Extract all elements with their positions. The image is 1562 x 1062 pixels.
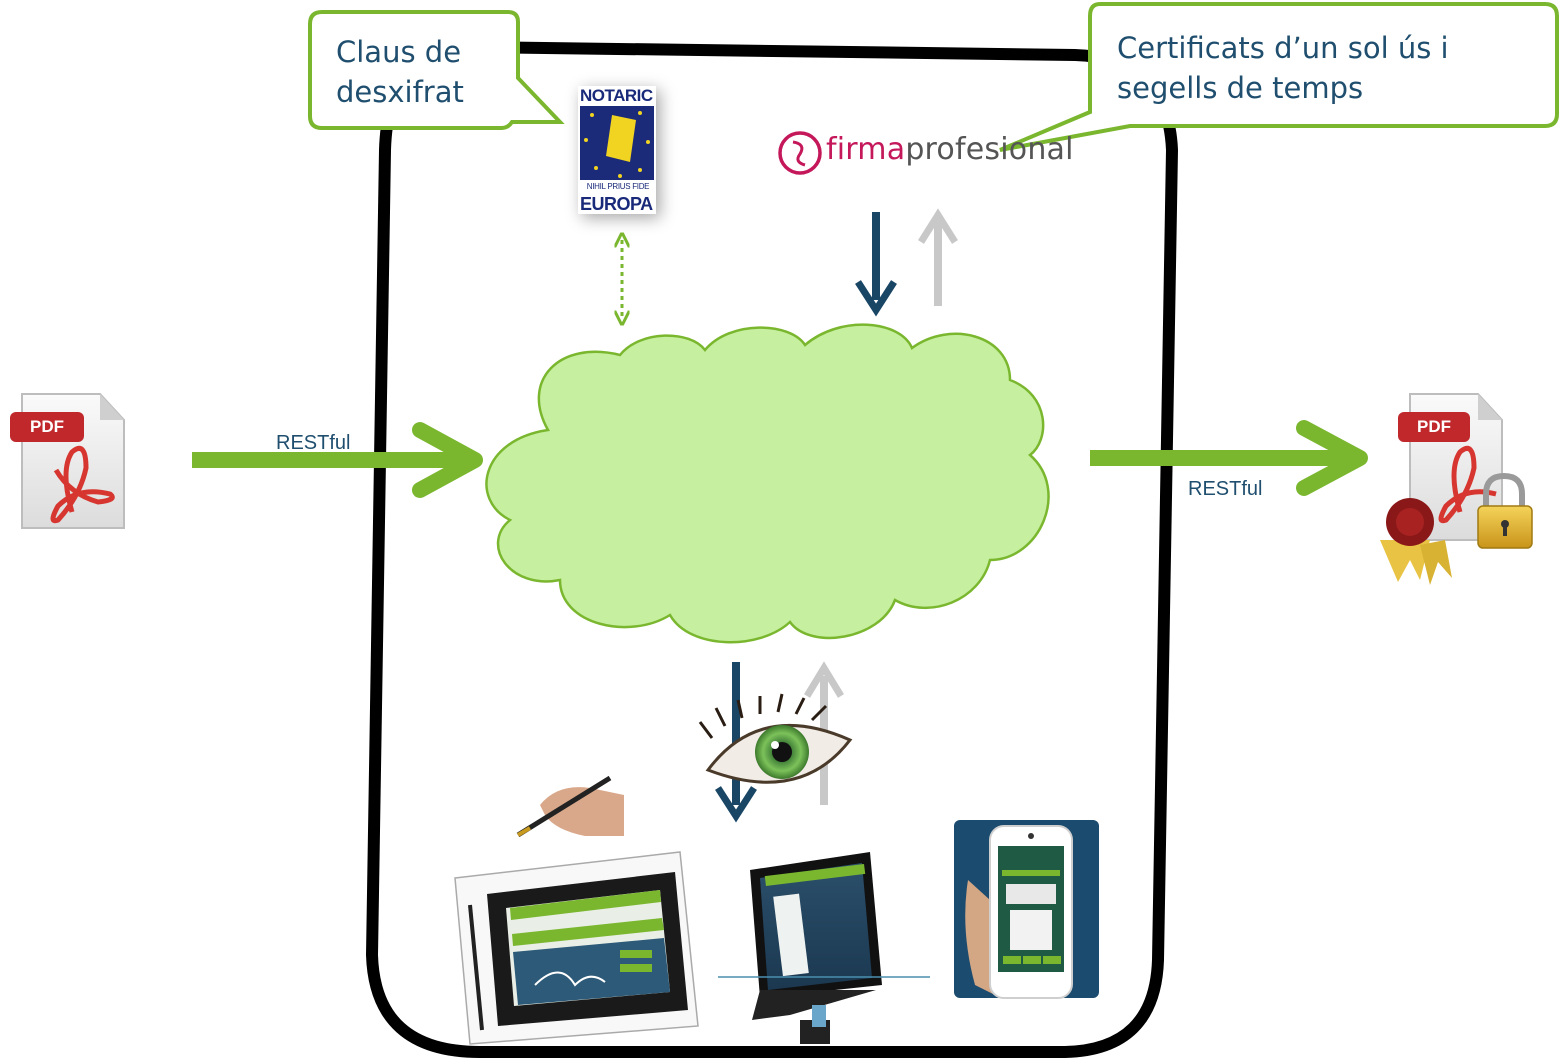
- input-pdf-label: PDF: [30, 417, 64, 436]
- cloud-device-down-arrow: [715, 662, 757, 823]
- callout-decryption-keys-line2: desxifrat: [336, 75, 464, 109]
- notary-logo-motto: NIHIL PRIUS FIDE: [586, 182, 650, 191]
- firma-down-arrow: [855, 212, 897, 317]
- input-arrow: [192, 422, 483, 498]
- firma-logo-part1: firma: [826, 132, 906, 167]
- firma-logo-text: firmaprofesional: [826, 132, 1074, 167]
- notary-logo: [578, 86, 656, 214]
- callout-certificates-line1: Certificats d’un sol ús i: [1117, 31, 1449, 65]
- output-flow-label: RESTful: [1186, 478, 1265, 501]
- secured-pdf-icon: [1380, 393, 1533, 585]
- callout-decryption-keys: [308, 10, 565, 130]
- pen-hand-icon: [516, 775, 624, 838]
- kiosk-device: [718, 852, 930, 1044]
- output-pdf-label: PDF: [1417, 417, 1451, 436]
- pdf-file-icon: [10, 393, 125, 529]
- notary-logo-bottom-text: EUROPA: [580, 194, 653, 214]
- cloud-icon: [485, 323, 1050, 644]
- input-flow-label: RESTful: [276, 432, 351, 454]
- callout-certificates-line2: segells de temps: [1117, 71, 1364, 105]
- output-arrow: [1090, 420, 1368, 496]
- firma-logo-mark: [778, 131, 822, 175]
- notary-logo-top-text: NOTARIC: [580, 86, 653, 105]
- callout-certificates-text: Certificats d’un sol ús i segells de tem…: [1117, 28, 1547, 108]
- firma-logo-part2: profesional: [905, 132, 1074, 167]
- callout-certificates: [999, 2, 1559, 152]
- firma-up-arrow: [918, 208, 958, 306]
- tablet-device: [454, 851, 699, 1045]
- eye-icon: [698, 693, 853, 784]
- callout-decryption-keys-line1: Claus de: [336, 35, 462, 69]
- callout-decryption-keys-text: Claus de desxifrat: [336, 32, 511, 112]
- smartphone-device: [954, 820, 1099, 999]
